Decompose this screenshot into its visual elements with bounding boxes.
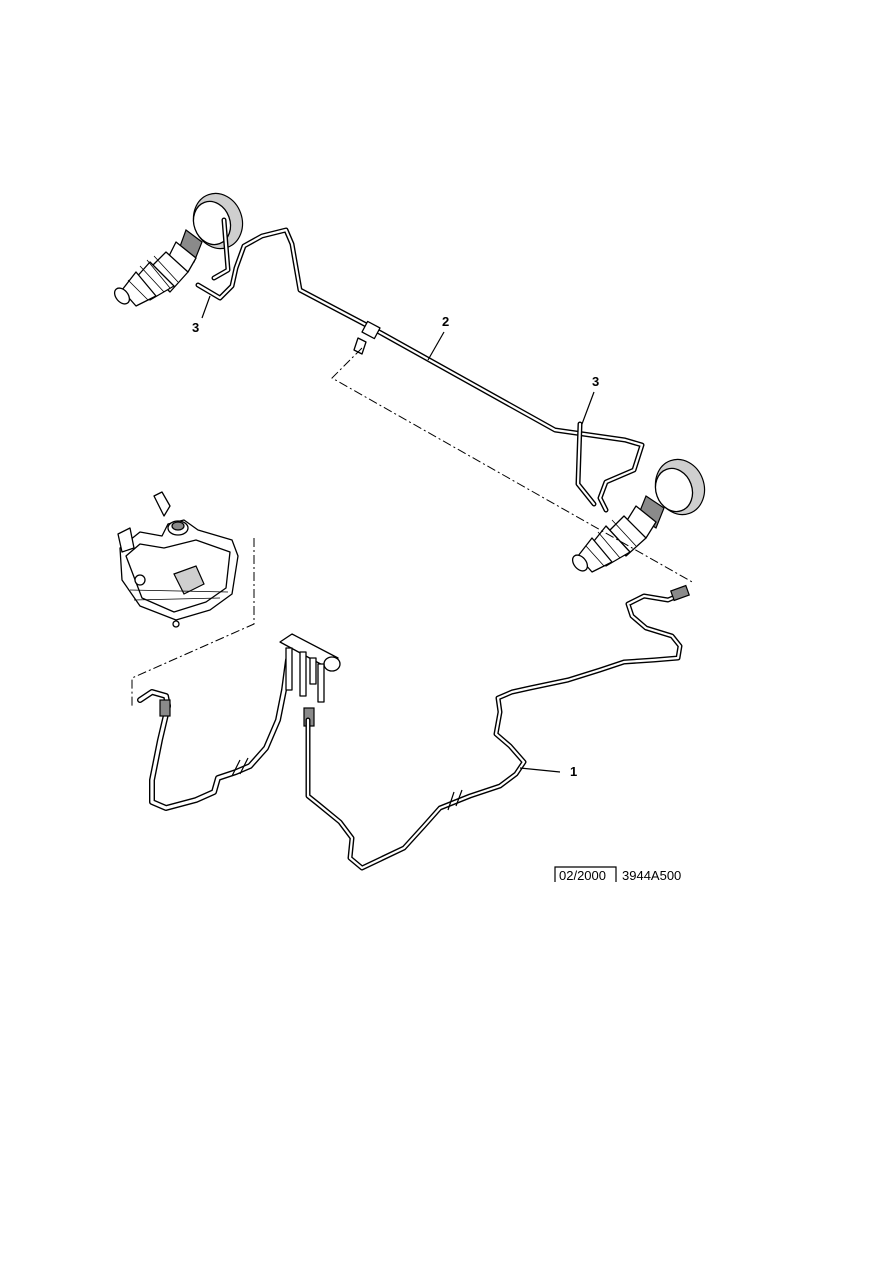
assembly-line-left <box>131 538 255 706</box>
right-washer-jet <box>571 458 706 573</box>
assembly-line-upper <box>331 347 695 584</box>
drawing-date: 02/2000 <box>559 868 606 883</box>
callout-2: 2 <box>442 314 449 329</box>
pump-manifold <box>279 633 341 727</box>
reservoir-hose <box>137 657 291 811</box>
leader-1 <box>519 767 561 773</box>
callout-3-right: 3 <box>592 374 599 389</box>
t-connector <box>353 320 381 355</box>
left-washer-jet <box>113 192 244 307</box>
washer-reservoir <box>117 491 239 628</box>
leader-3b <box>581 391 595 425</box>
callout-1: 1 <box>570 764 577 779</box>
leader-2 <box>427 331 445 361</box>
drawing-code: 3944A500 <box>622 868 681 883</box>
pipe-2 <box>195 217 645 513</box>
callout-3-left: 3 <box>192 320 199 335</box>
drawing-reference: 02/2000 3944A500 <box>554 866 681 883</box>
leader-3a <box>201 295 211 319</box>
pipe-1 <box>305 584 690 871</box>
